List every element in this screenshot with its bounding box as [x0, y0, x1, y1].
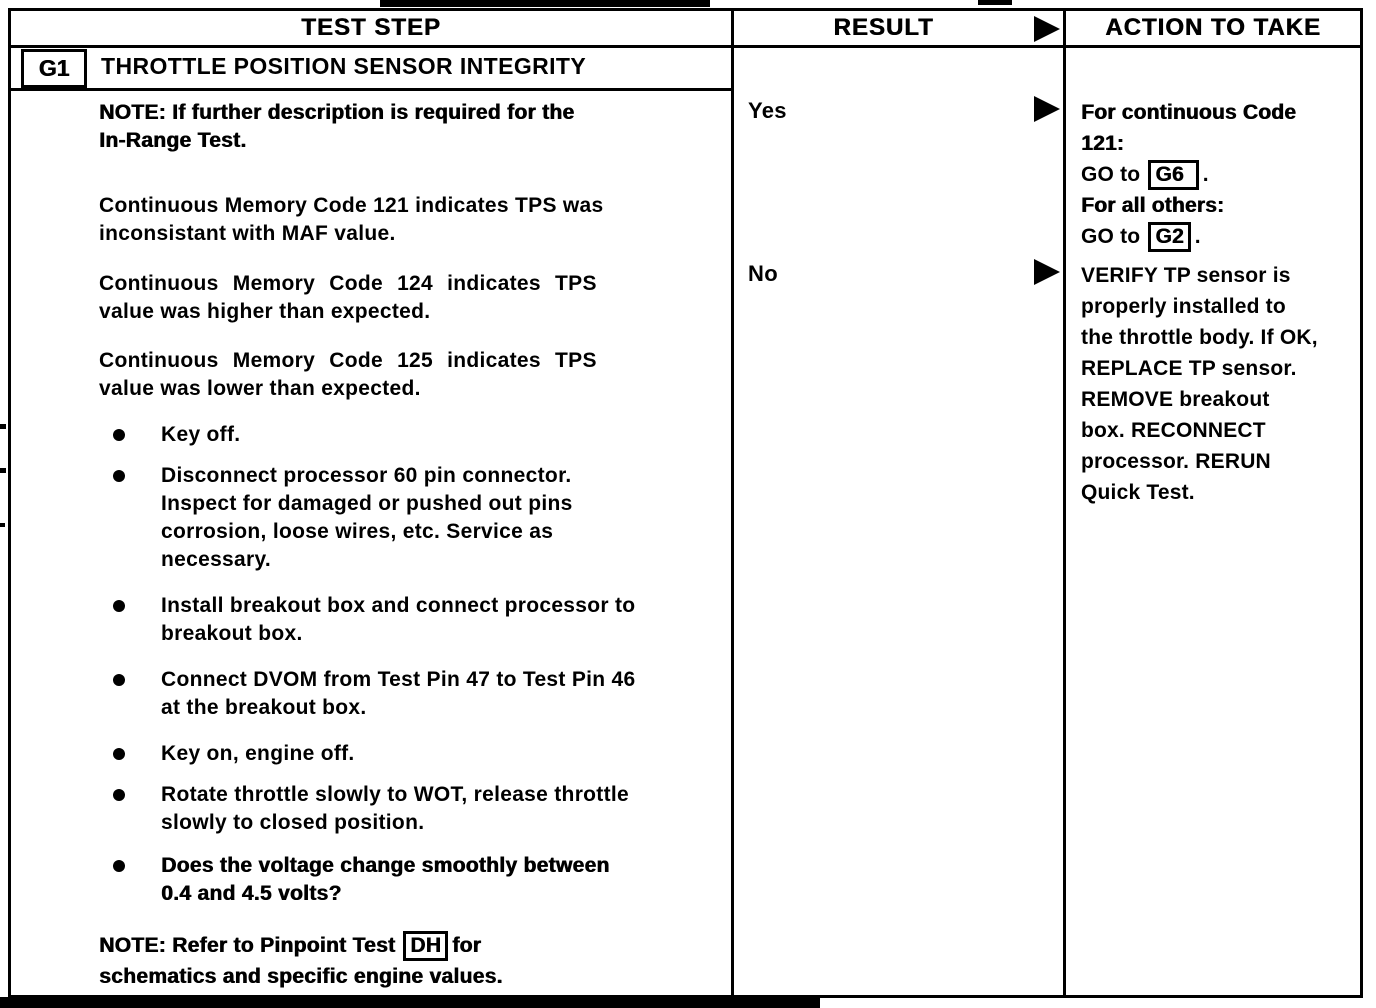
scan-artifact [0, 424, 6, 429]
bullet-icon [113, 470, 125, 482]
result-yes: Yes [748, 98, 787, 123]
scan-artifact [0, 997, 820, 1008]
action-no-block: VERIFY TP sensor is properly installed t… [1081, 264, 1318, 504]
yes-arrow-icon [1034, 96, 1060, 122]
step-code-box: G1 [21, 49, 87, 88]
step-title-row: G1 THROTTLE POSITION SENSOR INTEGRITY [11, 48, 731, 91]
bullet-icon [113, 429, 125, 441]
note-bottom-line2: schematics and specific engine values. [99, 965, 503, 988]
result-header-arrow-icon [1034, 16, 1060, 42]
code-125-line1: Continuous Memory Code 125 indicates TPS [99, 349, 597, 372]
scan-artifact [380, 0, 710, 7]
scan-artifact [0, 523, 5, 527]
pinpoint-test-dh-ref: DH [403, 930, 449, 961]
scan-artifact [978, 0, 1012, 5]
bullet-item: Install breakout box and connect process… [99, 592, 713, 648]
note-top: NOTE: If further description is required… [99, 101, 575, 152]
bullet-item: Key off. [99, 421, 713, 449]
code-124-line1: Continuous Memory Code 124 indicates TPS [99, 272, 597, 295]
test-step-column: TEST STEP G1 THROTTLE POSITION SENSOR IN… [11, 11, 734, 995]
result-no: No [748, 261, 778, 286]
result-header: RESULT [734, 11, 1063, 48]
action-for-all-others: For all others: [1081, 194, 1225, 217]
diagnostic-table: TEST STEP G1 THROTTLE POSITION SENSOR IN… [8, 8, 1363, 998]
action-yes-heading: For continuous Code [1081, 101, 1296, 124]
no-arrow-icon [1034, 259, 1060, 285]
step-g6-ref: G6 [1148, 159, 1199, 190]
bullet-item: Rotate throttle slowly to WOT, release t… [99, 781, 713, 837]
result-column: RESULT Yes No [734, 11, 1066, 995]
code-125-line2: value was lower than expected. [99, 377, 421, 400]
bullet-icon [113, 600, 125, 612]
bullet-icon [113, 748, 125, 760]
scan-artifact [0, 468, 6, 473]
bullet-item-question: Does the voltage change smoothly between… [99, 852, 713, 908]
bullet-item: Key on, engine off. [99, 740, 713, 768]
step-g2-ref: G2 [1148, 221, 1191, 252]
action-yes-block: For continuous Code 121: GO to G6 . For … [1081, 97, 1369, 252]
bullet-item: Connect DVOM from Test Pin 47 to Test Pi… [99, 666, 713, 722]
action-yes-heading2: 121: [1081, 132, 1124, 155]
action-column: ACTION TO TAKE For continuous Code 121: … [1066, 11, 1360, 995]
note-bottom-line1: NOTE: Refer to Pinpoint Test DH for [99, 930, 713, 961]
go-to-g6-line: GO to G6 . [1081, 159, 1369, 190]
bullet-icon [113, 674, 125, 686]
go-to-g2-line: GO to G2 . [1081, 221, 1369, 252]
code-121-paragraph: Continuous Memory Code 121 indicates TPS… [99, 194, 604, 245]
code-124-line2: value was higher than expected. [99, 300, 431, 323]
code-125-paragraph: Continuous Memory Code 125 indicates TPS… [99, 347, 713, 403]
test-step-body: NOTE: If further description is required… [11, 91, 731, 995]
bullet-icon [113, 789, 125, 801]
test-step-header: TEST STEP [11, 11, 731, 48]
step-title: THROTTLE POSITION SENSOR INTEGRITY [101, 53, 587, 79]
note-bottom: NOTE: Refer to Pinpoint Test DH for sche… [99, 930, 713, 992]
code-124-paragraph: Continuous Memory Code 124 indicates TPS… [99, 270, 713, 326]
bullet-icon [113, 860, 125, 872]
action-header: ACTION TO TAKE [1066, 11, 1360, 48]
bullet-item: Disconnect processor 60 pin connector. I… [99, 462, 713, 574]
